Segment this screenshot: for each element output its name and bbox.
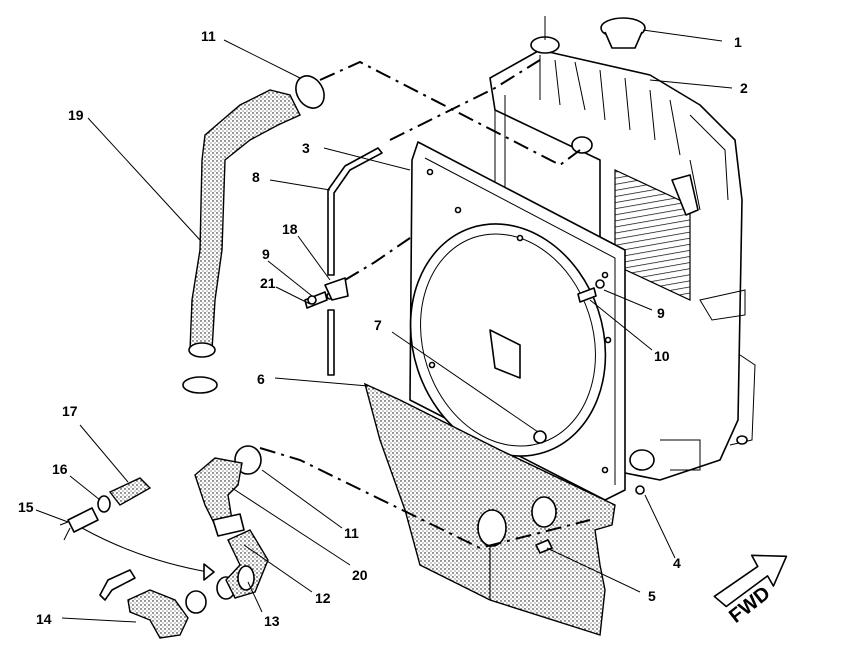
callout-3: 3	[302, 140, 310, 156]
bottom-hose	[99, 569, 189, 639]
lower-shield	[363, 382, 616, 636]
routing-lines	[259, 59, 591, 550]
upper-hose	[188, 89, 301, 358]
callout-19: 19	[68, 107, 84, 123]
callout-4: 4	[673, 555, 681, 571]
callout-5: 5	[648, 588, 656, 604]
lower-hose	[194, 457, 245, 537]
callout-7: 7	[374, 317, 382, 333]
overflow-tube	[327, 147, 383, 376]
callout-10: 10	[654, 348, 670, 364]
callout-18: 18	[282, 221, 298, 237]
callout-9-right: 9	[657, 305, 665, 321]
callout-2: 2	[740, 80, 748, 96]
callout-20: 20	[352, 567, 368, 583]
callout-17: 17	[62, 403, 78, 419]
callouts: 1 2 3 4 5 6 7 8 9 9 10 11 11 12 13 14 15…	[18, 28, 748, 629]
leader-lines	[35, 29, 733, 623]
callout-13: 13	[264, 613, 280, 629]
callout-8: 8	[252, 169, 260, 185]
callout-9-left: 9	[262, 246, 270, 262]
bypass-parts	[59, 477, 215, 581]
elbow-hose	[225, 529, 269, 599]
callout-11-top: 11	[201, 28, 216, 44]
callout-21: 21	[260, 275, 276, 291]
callout-15: 15	[18, 499, 34, 515]
fwd-arrow: FWD	[713, 554, 788, 628]
callout-14: 14	[36, 611, 52, 627]
radiator-cap	[544, 16, 646, 49]
callout-16: 16	[52, 461, 68, 477]
callout-11-bottom: 11	[344, 525, 359, 541]
callout-12: 12	[315, 590, 331, 606]
callout-6: 6	[257, 371, 265, 387]
fan-shroud	[409, 141, 626, 501]
fasteners	[304, 277, 645, 554]
callout-1: 1	[734, 34, 742, 50]
